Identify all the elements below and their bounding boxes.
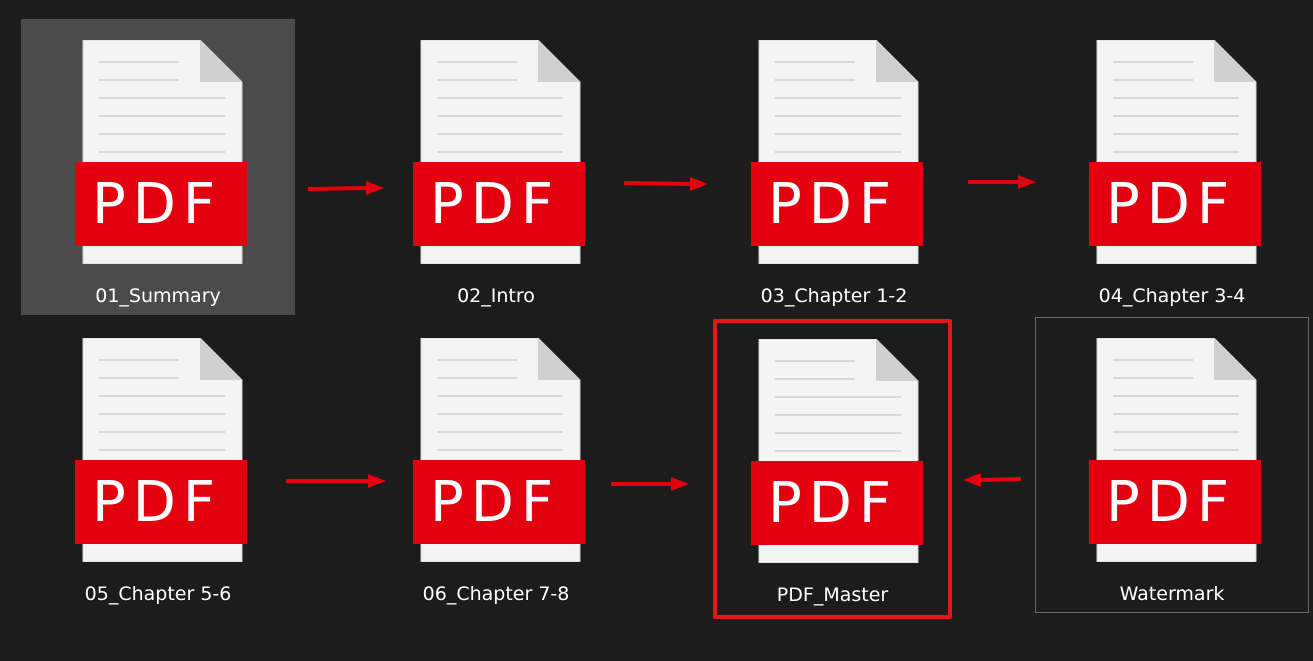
file-item-01-summary[interactable]: PDF 01_Summary [21, 19, 295, 315]
pdf-file-icon: PDF [75, 40, 255, 264]
file-item-05-chapter-5-6[interactable]: PDF 05_Chapter 5-6 [21, 317, 295, 613]
file-item-02-intro[interactable]: PDF 02_Intro [359, 19, 633, 315]
pdf-badge-text: PDF [768, 172, 898, 237]
file-name: 04_Chapter 3-4 [1098, 285, 1246, 307]
arrow-right-icon [622, 174, 710, 194]
file-name: 03_Chapter 1-2 [760, 285, 908, 307]
file-item-pdf-master[interactable]: PDF PDF_Master [713, 319, 952, 619]
arrow-right-icon [609, 474, 691, 494]
pdf-file-icon: PDF [751, 40, 931, 264]
file-name: 01_Summary [95, 285, 221, 307]
file-item-04-chapter-3-4[interactable]: PDF 04_Chapter 3-4 [1035, 19, 1309, 315]
file-name: Watermark [1119, 583, 1225, 605]
arrow-right-icon [966, 172, 1038, 192]
file-name: 02_Intro [457, 285, 535, 307]
file-name: 05_Chapter 5-6 [84, 583, 232, 605]
pdf-file-icon: PDF [1089, 40, 1269, 264]
pdf-file-icon: PDF [75, 338, 255, 562]
file-item-06-chapter-7-8[interactable]: PDF 06_Chapter 7-8 [359, 317, 633, 613]
pdf-file-icon: PDF [413, 40, 593, 264]
arrow-right-icon [284, 471, 388, 491]
pdf-badge-text: PDF [92, 470, 222, 535]
pdf-badge-text: PDF [92, 172, 222, 237]
file-name: PDF_Master [776, 584, 889, 606]
arrow-right-icon [306, 178, 386, 198]
file-name: 06_Chapter 7-8 [422, 583, 570, 605]
pdf-file-icon: PDF [751, 339, 931, 563]
pdf-badge-text: PDF [430, 172, 560, 237]
pdf-badge-text: PDF [1106, 172, 1236, 237]
file-item-03-chapter-1-2[interactable]: PDF 03_Chapter 1-2 [697, 19, 971, 315]
pdf-badge-text: PDF [430, 470, 560, 535]
file-item-watermark[interactable]: PDF Watermark [1035, 317, 1309, 613]
pdf-file-icon: PDF [1089, 338, 1269, 562]
arrow-left-icon [961, 470, 1023, 490]
pdf-badge-text: PDF [1106, 470, 1236, 535]
pdf-file-icon: PDF [413, 338, 593, 562]
pdf-badge-text: PDF [768, 471, 898, 536]
